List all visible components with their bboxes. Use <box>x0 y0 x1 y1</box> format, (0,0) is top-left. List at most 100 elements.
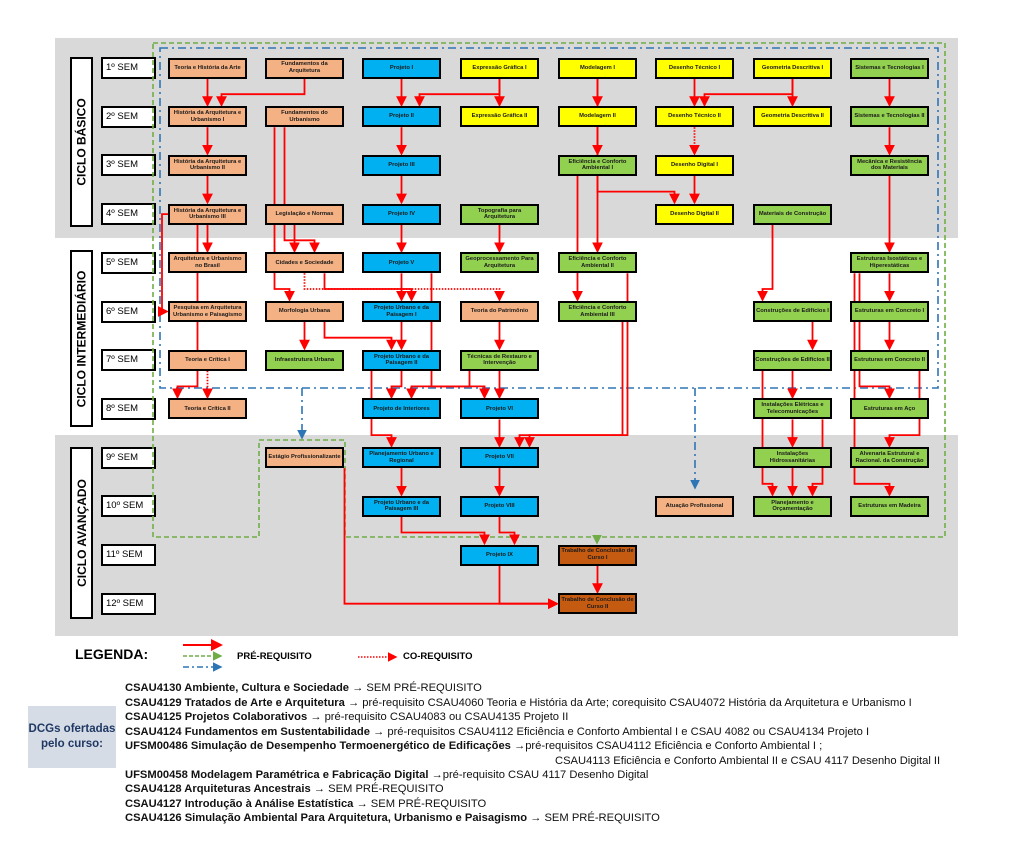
course-est[interactable]: Estágio Profissionalizante <box>265 447 344 469</box>
course-dd2[interactable]: Desenho Digital II <box>655 203 734 225</box>
course-name: Projeto Urbano e da Paisagem II <box>373 353 430 367</box>
prerequisite-arrow <box>757 224 774 302</box>
legend-title: LEGENDA: <box>75 646 149 662</box>
course-eg2[interactable]: Expressão Gráfica II <box>460 106 539 128</box>
course-tc2[interactable]: Teoria e Crítica II <box>168 398 247 420</box>
dcg-requirement: → pré-requisitos CSAU4112 Eficiência e C… <box>369 726 870 738</box>
course-ce1[interactable]: Construções de Edifícios I <box>753 301 832 322</box>
course-pesq[interactable]: Pesquisa em Arquitetura Urbanismo e Pais… <box>168 301 247 322</box>
course-name: Infraestrutura Urbana <box>274 356 335 363</box>
course-alv[interactable]: Alvenaria Estrutural e Racional. da Cons… <box>850 447 929 469</box>
course-mod2[interactable]: Modelagem II <box>558 106 637 128</box>
course-name: Teoria e História da Arte <box>174 64 241 71</box>
course-name: Eficiência e Conforto Ambiental I <box>568 158 627 172</box>
course-dt2[interactable]: Desenho Técnico II <box>655 106 734 128</box>
course-geo[interactable]: Geoprocessamento Para Arquitetura <box>460 252 539 274</box>
course-leg[interactable]: Legislação e Normas <box>265 203 344 225</box>
course-plo[interactable]: Planejamento e Orçamentação <box>753 495 832 517</box>
semester-label: 11º SEM <box>101 544 156 566</box>
course-gd1[interactable]: Geometria Descritiva I <box>753 57 832 79</box>
course-name: Estruturas em Madeira <box>858 503 921 509</box>
dcg-line: CSAU4126 Simulação Ambiental Para Arquit… <box>125 812 660 824</box>
course-hau1[interactable]: História da Arquitetura e Urbanismo I <box>168 106 247 128</box>
prerequisite-arrow <box>761 370 778 497</box>
course-mat[interactable]: Materiais de Construção <box>753 203 832 225</box>
course-eih[interactable]: Estruturas Isostáticas e Hiperestáticas <box>850 252 929 274</box>
course-tcc2[interactable]: Trabalho de Conclusão de Curso II <box>558 593 637 615</box>
course-name: Sistemas e Tecnologias II <box>854 113 925 120</box>
course-pint[interactable]: Projeto de Interiores <box>362 398 441 420</box>
course-pup1[interactable]: Projeto Urbano e da Paisagem I <box>362 301 441 322</box>
course-hau2[interactable]: História da Arquitetura e Urbanismo II <box>168 154 247 176</box>
semester-label: 9º SEM <box>101 446 156 469</box>
dcg-line: UFSM00458 Modelagem Paramétrica e Fabric… <box>125 769 648 781</box>
course-cid[interactable]: Cidades e Sociedade <box>265 252 344 274</box>
course-p8[interactable]: Projeto VIII <box>460 495 539 517</box>
dcg-course-name: CSAU4128 Arquiteturas Ancestrais <box>125 783 311 795</box>
course-emad[interactable]: Estruturas em Madeira <box>850 495 929 517</box>
course-name: Estruturas em Concreto I <box>854 308 925 315</box>
course-p1[interactable]: Projeto I <box>362 57 441 79</box>
course-aub[interactable]: Arquitetura e Urbanismo no Brasil <box>168 252 247 274</box>
course-p4[interactable]: Projeto IV <box>362 203 441 225</box>
course-name: Expressão Gráfica II <box>471 113 528 120</box>
course-ec1[interactable]: Estruturas em Concreto I <box>850 301 929 322</box>
course-ce2[interactable]: Construções de Edifícios II <box>753 349 832 371</box>
course-p5[interactable]: Projeto V <box>362 252 441 274</box>
course-tcc1[interactable]: Trabalho de Conclusão de Curso I <box>558 544 637 566</box>
course-p3[interactable]: Projeto III <box>362 154 441 176</box>
course-hau3[interactable]: História da Arquitetura e Urbanismo III <box>168 203 247 225</box>
course-topo[interactable]: Topografia para Arquitetura <box>460 203 539 225</box>
course-name: Fundamentos do Urbanismo <box>281 110 328 123</box>
course-tpat[interactable]: Teoria do Patrimônio <box>460 301 539 322</box>
course-pup2[interactable]: Projeto Urbano e da Paisagem II <box>362 349 441 371</box>
course-dd1[interactable]: Desenho Digital I <box>655 154 734 176</box>
course-mrm[interactable]: Mecânica e Resistência dos Materiais <box>850 154 929 176</box>
course-pur[interactable]: Planejamento Urbano e Regional <box>362 447 441 469</box>
course-name: Modelagem I <box>579 64 616 71</box>
course-fundUrb[interactable]: Fundamentos do Urbanismo <box>265 106 344 128</box>
course-pup3[interactable]: Projeto Urbano e da Paisagem III <box>362 495 441 517</box>
course-gd2[interactable]: Geometria Descritiva II <box>753 106 832 128</box>
course-name: Estruturas em Concreto II <box>854 356 925 363</box>
legend-prereq-label: PRÉ-REQUISITO <box>237 651 312 662</box>
course-eg1[interactable]: Expressão Gráfica I <box>460 57 539 79</box>
course-iet[interactable]: Instalações Elétricas e Telecomunicações <box>753 398 832 420</box>
course-dt1[interactable]: Desenho Técnico I <box>655 57 734 79</box>
dcg-course-name: CSAU4126 Simulação Ambiental Para Arquit… <box>125 812 528 824</box>
course-ec2[interactable]: Estruturas em Concreto II <box>850 349 929 371</box>
course-st1[interactable]: Sistemas e Tecnologias I <box>850 57 929 79</box>
course-atu[interactable]: Atuação Profissional <box>655 495 734 517</box>
course-eaco[interactable]: Estruturas em Aço <box>850 398 929 420</box>
course-p9[interactable]: Projeto IX <box>460 544 539 566</box>
course-p7[interactable]: Projeto VII <box>460 447 539 469</box>
course-ihs[interactable]: Instalações Hidrossanitárias <box>753 447 832 469</box>
dcg-line: CSAU4127 Introdução à Análise Estatístic… <box>125 798 486 810</box>
dcg-label: DCGs ofertadas pelo curso: <box>28 723 116 750</box>
course-fundArq[interactable]: Fundamentos da Arquitetura <box>265 57 344 79</box>
course-eca3[interactable]: Eficiência e Conforto Ambiental III <box>558 301 637 322</box>
course-name: Desenho Técnico II <box>668 113 721 120</box>
course-name: Instalações Hidrossanitárias <box>769 451 816 464</box>
course-p2[interactable]: Projeto II <box>362 106 441 128</box>
course-morf[interactable]: Morfologia Urbana <box>265 301 344 322</box>
course-thArte[interactable]: Teoria e História da Arte <box>168 57 247 79</box>
course-p6[interactable]: Projeto VI <box>460 398 539 420</box>
course-name: História da Arquitetura e Urbanismo I <box>173 110 242 123</box>
dcg-line: CSAU4130 Ambiente, Cultura e Sociedade →… <box>125 682 482 694</box>
course-name: Atuação Profissional <box>665 503 724 509</box>
course-st2[interactable]: Sistemas e Tecnologias II <box>850 106 929 128</box>
course-tri[interactable]: Técnicas de Restauro e Intervenção <box>460 349 539 371</box>
course-name: Alvenaria Estrutural e Racional. da Cons… <box>855 451 924 464</box>
dcg-requirement: → SEM PRÉ-REQUISITO <box>310 783 444 795</box>
course-name: Desenho Técnico I <box>668 64 721 71</box>
course-eca1[interactable]: Eficiência e Conforto Ambiental I <box>558 154 637 176</box>
course-name: Projeto VI <box>485 405 514 412</box>
course-mod1[interactable]: Modelagem I <box>558 57 637 79</box>
course-name: História da Arquitetura e Urbanismo II <box>173 158 242 172</box>
course-tc1[interactable]: Teoria e Crítica I <box>168 349 247 371</box>
dcg-course-name: CSAU4125 Projetos Colaborativos <box>125 711 308 723</box>
course-infra[interactable]: Infraestrutura Urbana <box>265 349 344 371</box>
course-eca2[interactable]: Eficiência e Conforto Ambiental II <box>558 252 637 274</box>
semester-label: 8º SEM <box>101 397 156 420</box>
